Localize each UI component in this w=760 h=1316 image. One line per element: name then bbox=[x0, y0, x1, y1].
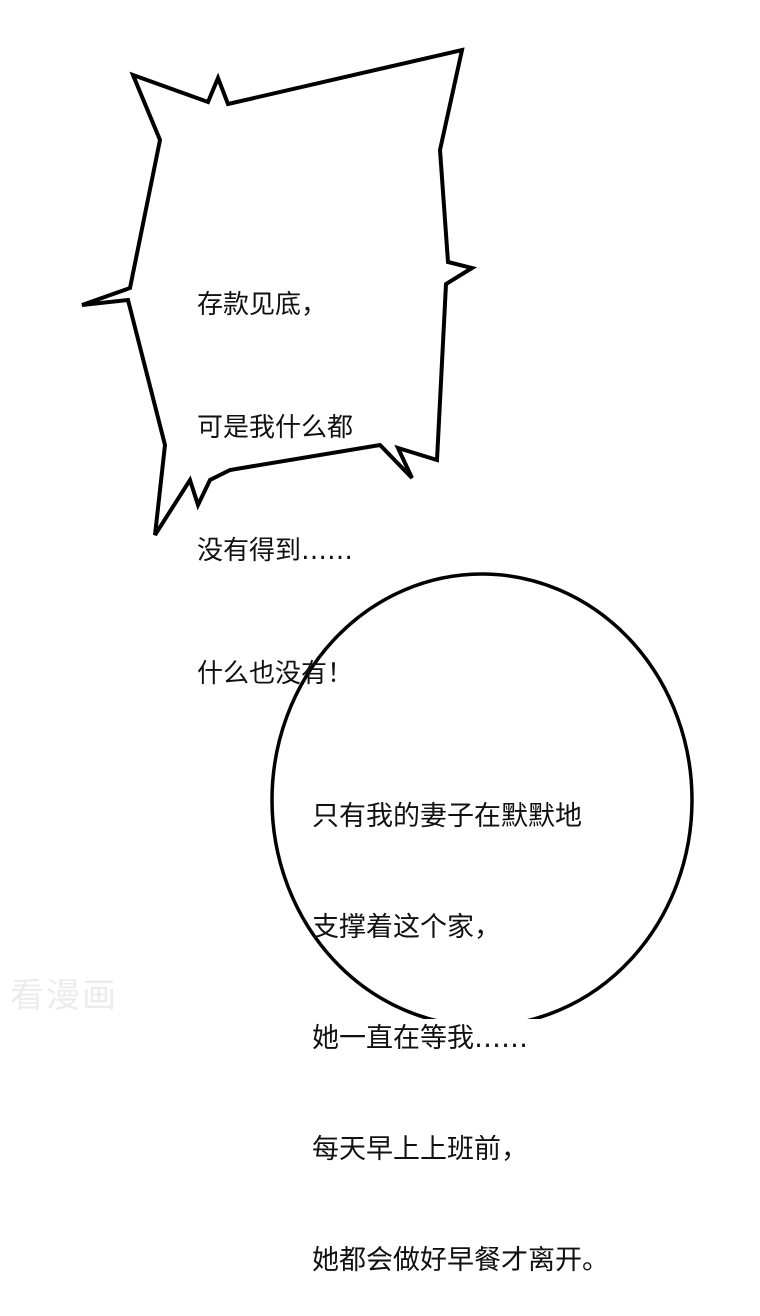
text-line: 她都会做好早餐才离开。 bbox=[312, 1245, 609, 1276]
speech-bubbles bbox=[81, 47, 694, 1019]
round-speech-bubble bbox=[270, 572, 694, 1019]
jagged-speech-bubble bbox=[81, 47, 478, 537]
text-line: 什么也没有！ bbox=[197, 659, 354, 689]
bubble-text-2: 只有我的妻子在默默地 支撑着这个家， 她一直在等我…… 每天早上上班前， 她都会… bbox=[312, 724, 609, 1316]
text-line: 每天早上上班前， bbox=[312, 1134, 528, 1165]
text-line: 支撑着这个家， bbox=[312, 912, 501, 943]
text-line: 没有得到…… bbox=[197, 536, 354, 566]
text-line: 她一直在等我…… bbox=[312, 1023, 528, 1054]
text-line: 存款见底， bbox=[197, 290, 328, 320]
text-line: 只有我的妻子在默默地 bbox=[312, 801, 582, 832]
bubble-text-1: 存款见底， 可是我什么都 没有得到…… 什么也没有！ bbox=[197, 203, 353, 736]
text-line: 可是我什么都 bbox=[197, 413, 354, 443]
watermark: 看漫画 bbox=[10, 976, 118, 1016]
